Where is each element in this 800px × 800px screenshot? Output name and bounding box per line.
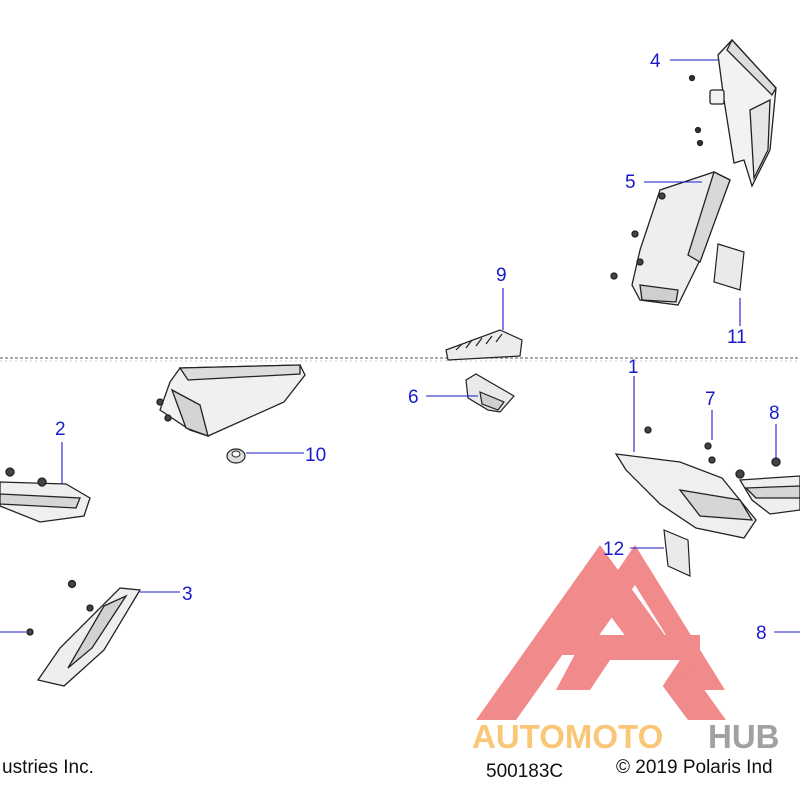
callout-5: 5 xyxy=(625,172,636,193)
callout-11: 11 xyxy=(727,327,747,348)
callout-9: 9 xyxy=(496,265,507,286)
footer-copyright: © 2019 Polaris Ind xyxy=(616,757,773,778)
part-3-strip xyxy=(26,579,142,687)
callout-10: 10 xyxy=(305,445,327,466)
part-8-lamp xyxy=(735,457,800,515)
callout-6: 6 xyxy=(408,387,419,408)
part-1-lamp xyxy=(614,426,757,539)
part-5-lens xyxy=(610,171,731,306)
callout-3: 3 xyxy=(182,584,193,605)
part-9-bracket xyxy=(445,329,523,361)
part-6-reflector xyxy=(465,373,515,413)
watermark-text-automoto: AUTOMOTO xyxy=(472,718,664,755)
part-9-lamp xyxy=(156,364,306,438)
callout-1: 1 xyxy=(628,357,639,378)
callout-4: 4 xyxy=(650,51,661,72)
part-10-grommet xyxy=(226,448,246,464)
callout-8-lower: 8 xyxy=(756,623,767,644)
footer-company: ustries Inc. xyxy=(2,757,94,778)
part-11-pad xyxy=(713,243,745,291)
watermark-logo xyxy=(476,545,726,720)
part-4-housing xyxy=(688,38,777,188)
callout-8-upper: 8 xyxy=(769,403,780,424)
part-2-lamp xyxy=(0,467,91,523)
callout-2: 2 xyxy=(55,419,66,440)
footer-diagram-code: 500183C xyxy=(486,761,564,782)
watermark-text-hub: HUB xyxy=(708,718,780,755)
part-12-pad xyxy=(663,529,691,577)
callout-7: 7 xyxy=(705,389,716,410)
callout-12: 12 xyxy=(603,539,625,560)
leader-lines xyxy=(0,59,800,633)
